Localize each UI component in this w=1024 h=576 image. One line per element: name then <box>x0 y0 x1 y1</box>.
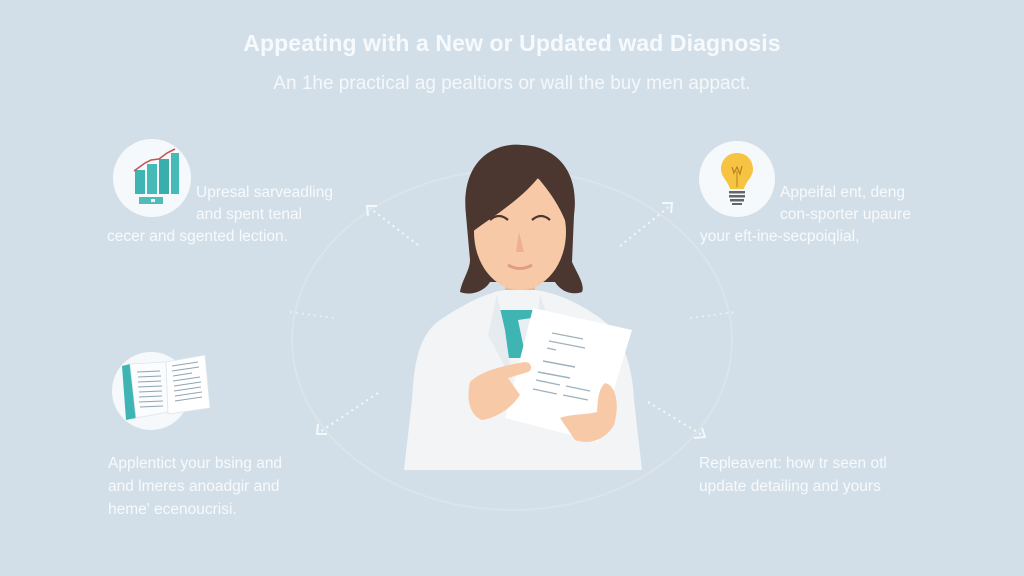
chart-icon-circle <box>113 139 191 217</box>
lightbulb-icon-circle <box>699 141 775 217</box>
callout-text-line: Replеavent: how tr seen otl <box>699 455 887 472</box>
callout-top-right-tail: your eft-ine-secpoiqlial, <box>700 226 859 248</box>
page-subtitle: An 1he practical ag pealtiors or wall th… <box>273 73 751 94</box>
callout-top-left-tail: cecer and sgented lection. <box>107 226 288 248</box>
page-title: Appeating with a New or Updated wad Diag… <box>243 30 781 56</box>
arrow-bottom-right-icon <box>647 401 707 439</box>
callout-text-line: and lmeres anoadgir and <box>108 478 280 495</box>
callout-text-line: heme' ecenoucrisi. <box>108 501 237 518</box>
arrow-bottom-left-icon <box>315 392 379 435</box>
callout-top-left: Upresal sarveadling and spent tenal <box>196 182 333 226</box>
callout-text-line: Upresal sarveadling <box>196 184 333 201</box>
callout-bottom-right: Replеavent: how tr seen otl update detai… <box>699 452 887 498</box>
open-book-icon <box>122 354 211 420</box>
callout-text-line: cecer and sgented lection. <box>107 228 288 245</box>
callout-text-line: and spent tenal <box>196 206 303 223</box>
callout-text-line: con-sporter upaure <box>780 206 911 223</box>
arrow-top-right-icon <box>619 202 674 247</box>
bar-chart-trend-icon <box>133 148 179 204</box>
callout-text-line: Applentict your bsing and <box>108 455 283 472</box>
lightbulb-icon <box>721 153 753 205</box>
callout-text-line: your eft-ine-secpoiqlial, <box>700 228 860 245</box>
book-icon-circle <box>112 352 211 430</box>
callout-bottom-left: Applentict your bsing and and lmeres ano… <box>108 452 282 521</box>
callout-top-right: Appeifal ent, deng con-sporter upaure <box>780 182 911 226</box>
callout-text-line: update detailing and yours <box>699 478 881 495</box>
arrow-top-left-icon <box>365 205 419 246</box>
callout-text-line: Appeifal ent, deng <box>780 184 905 201</box>
